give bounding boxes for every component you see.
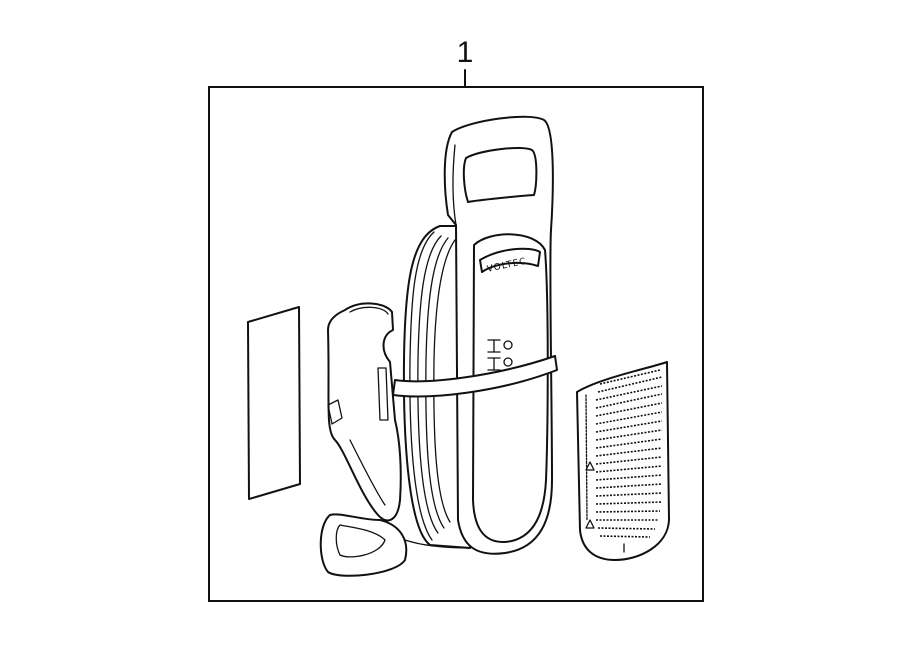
charger-body: VOLTEC bbox=[443, 115, 554, 555]
charge-connector bbox=[319, 302, 471, 577]
callout-number: 1 bbox=[456, 36, 474, 69]
retaining-strap bbox=[392, 355, 558, 398]
instruction-label bbox=[576, 361, 670, 561]
voltec-logo-badge bbox=[479, 247, 541, 273]
diagram-frame bbox=[208, 86, 704, 602]
blank-label-card bbox=[247, 306, 301, 500]
indicator-lights bbox=[487, 339, 513, 371]
